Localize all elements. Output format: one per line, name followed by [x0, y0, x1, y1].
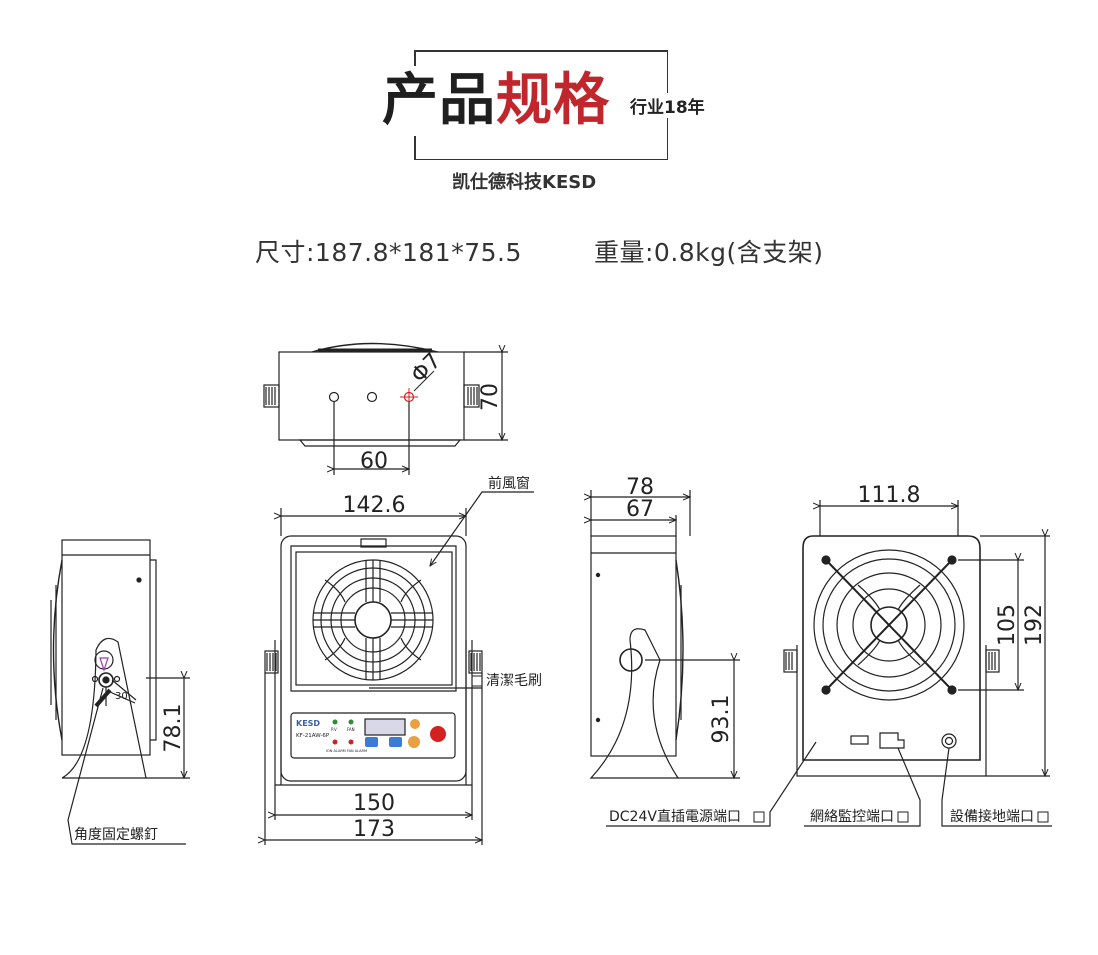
- label-boxes: [471, 675, 1049, 823]
- page-title: 产品规格: [376, 66, 616, 136]
- left-side-view: [50, 539, 190, 845]
- dim-back-width: 111.8: [858, 483, 921, 508]
- spec-size: 尺寸:187.8*181*75.5: [255, 238, 522, 267]
- dim-angle: 30: [115, 691, 128, 702]
- spec-weight: 重量:0.8kg(含支架): [594, 238, 824, 267]
- page-title-part1: 产品: [382, 68, 496, 133]
- panel-model: KF-21AW-6P: [296, 733, 330, 739]
- panel-alarm: ION ALARM FAN ALARM: [326, 749, 367, 753]
- panel-led-fan: FAN: [347, 727, 355, 732]
- right-side-view: [591, 490, 740, 778]
- dim-hole-diameter: Φ7: [407, 348, 447, 388]
- dim-back-hole-spacing: 105: [995, 604, 1020, 646]
- front-view: [265, 491, 534, 845]
- label-ground-port: 設備接地端口: [950, 808, 1034, 825]
- top-view: [263, 342, 508, 475]
- dim-top-depth: 70: [478, 383, 503, 411]
- panel-led-pv: P.V: [331, 727, 337, 732]
- dim-hole-spacing: 60: [360, 449, 388, 474]
- label-front-window: 前風窗: [488, 475, 530, 492]
- label-cleaning-brush: 清潔毛刷: [486, 673, 542, 689]
- dim-base-outer: 173: [353, 817, 395, 842]
- page-title-part2: 规格: [496, 68, 610, 133]
- dim-side-depth-outer: 78: [626, 475, 654, 500]
- label-network-port: 網絡監控端口: [810, 808, 894, 825]
- dim-side-depth-inner: 67: [626, 497, 654, 522]
- dim-base-inner: 150: [353, 791, 395, 816]
- label-angle-screw: 角度固定螺釘: [74, 826, 158, 843]
- dim-front-width: 142.6: [343, 493, 406, 518]
- label-dc-port: DC24V直插電源端口: [609, 808, 741, 825]
- dim-side-height: 93.1: [709, 695, 734, 744]
- panel-brand: KESD: [296, 719, 320, 728]
- brand-name: 凯仕德科技KESD: [452, 172, 597, 193]
- back-view: [606, 500, 1052, 827]
- page-subtitle: 行业18年: [627, 93, 708, 118]
- dim-left-height: 78.1: [161, 704, 186, 753]
- dim-back-height: 192: [1022, 604, 1047, 646]
